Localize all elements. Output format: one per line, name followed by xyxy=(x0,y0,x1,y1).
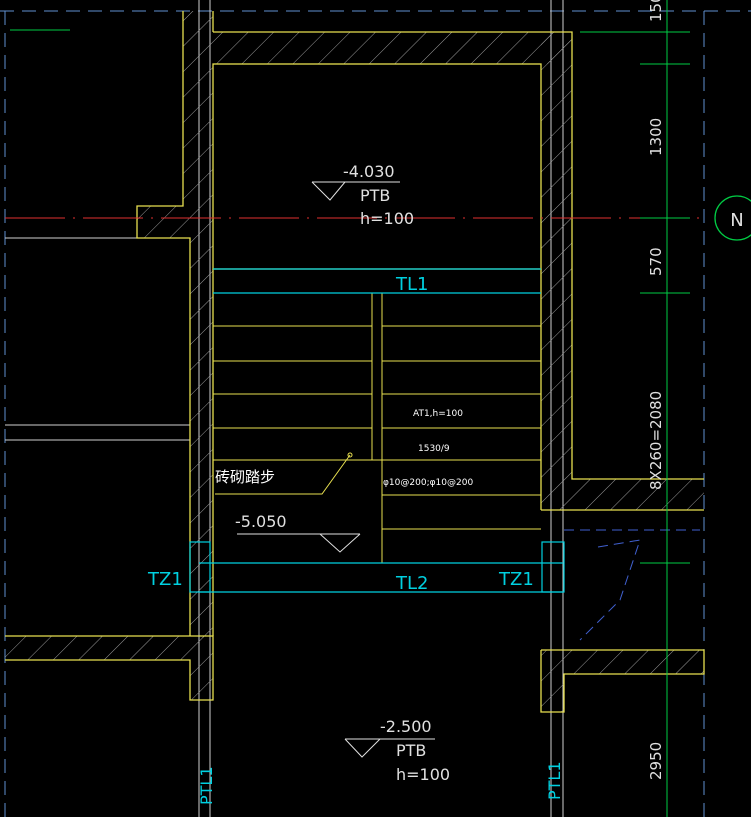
dimension-lines xyxy=(10,0,690,817)
upper-elevation: -4.030 xyxy=(343,162,395,181)
dim-2950: 2950 xyxy=(647,742,665,780)
stair-treads xyxy=(213,325,541,530)
post-ptl1-right: PTL1 xyxy=(545,761,564,800)
dim-150: 150 xyxy=(647,0,665,22)
column-tz1-left: TZ1 xyxy=(147,569,183,590)
dashed-lines xyxy=(564,529,700,641)
level-symbols xyxy=(237,181,435,758)
lower-ptb-label: PTB xyxy=(396,741,426,760)
post-ptl1-left: PTL1 xyxy=(197,766,216,805)
drawing-border xyxy=(0,10,751,817)
labels: -4.030 PTB h=100 TL1 TL2 TZ1 TZ1 AT1,h=1… xyxy=(147,0,665,805)
grid-axes xyxy=(198,0,564,817)
dim-stair-run: 8X260=2080 xyxy=(647,391,665,490)
middle-elevation: -5.050 xyxy=(235,512,287,531)
dim-570: 570 xyxy=(647,247,665,276)
column-tz1-right: TZ1 xyxy=(498,569,534,590)
lower-thickness: h=100 xyxy=(396,765,450,784)
stair-spec: 1530/9 xyxy=(418,444,450,454)
stair-label: AT1,h=100 xyxy=(413,409,463,419)
upper-ptb-label: PTB xyxy=(360,186,390,205)
leader-line xyxy=(215,454,351,495)
beam-tl1-label: TL1 xyxy=(395,274,428,295)
beams xyxy=(189,268,565,593)
upper-thickness: h=100 xyxy=(360,209,414,228)
hatched-walls xyxy=(5,11,704,712)
lower-elevation: -2.500 xyxy=(380,717,432,736)
wall-outlines xyxy=(5,11,705,713)
north-marker: N xyxy=(714,195,751,241)
beam-tl2-label: TL2 xyxy=(395,573,428,594)
masonry-note: 砖砌踏步 xyxy=(215,468,275,486)
dim-1300: 1300 xyxy=(647,118,665,156)
stair-rebar: φ10@200;φ10@200 xyxy=(383,478,473,488)
stair-center xyxy=(371,293,383,563)
north-label: N xyxy=(730,210,743,231)
